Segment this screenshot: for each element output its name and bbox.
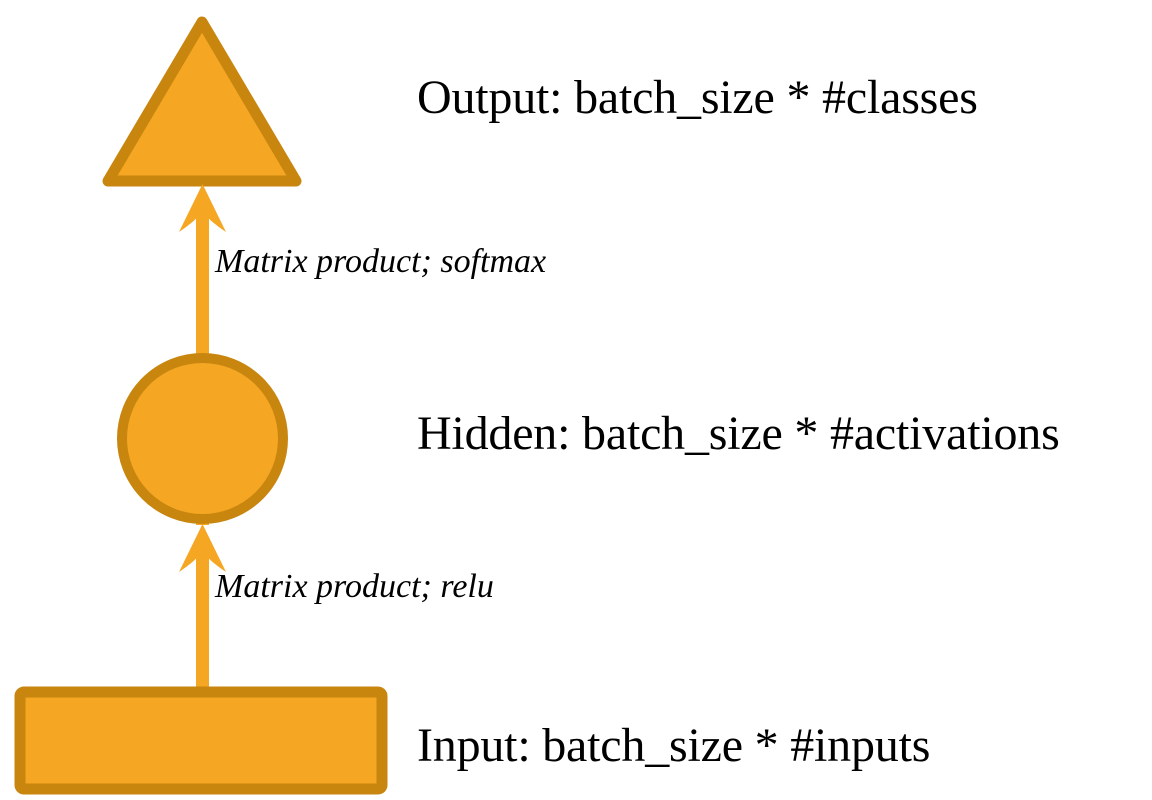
hidden-node-label: Hidden: batch_size * #activations <box>417 407 1060 460</box>
hidden-node-circle[interactable] <box>117 353 288 524</box>
output-node-triangle[interactable] <box>102 16 302 187</box>
edge-input-to-hidden-label: Matrix product; relu <box>215 568 494 605</box>
input-node-label: Input: batch_size * #inputs <box>417 719 931 772</box>
input-node-rectangle[interactable] <box>14 686 388 795</box>
output-node-label: Output: batch_size * #classes <box>417 71 978 124</box>
edge-hidden-to-output-label: Matrix product; softmax <box>215 243 547 280</box>
